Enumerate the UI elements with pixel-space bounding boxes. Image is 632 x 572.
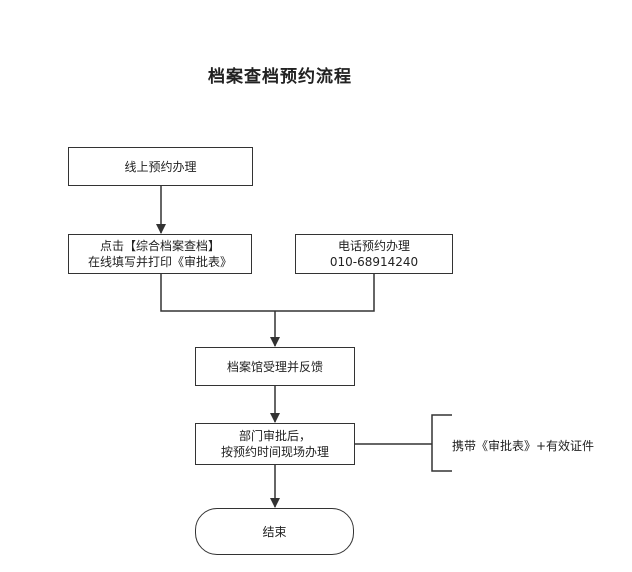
node-online-booking-text: 线上预约办理 [124,159,197,174]
diagram-title: 档案查档预约流程 [208,67,352,87]
node-archive-accept-text: 档案馆受理并反馈 [226,359,323,374]
note-bracket [431,414,452,472]
node-click-archive-query-line2: 在线填写并打印《审批表》 [87,255,232,269]
node-department-approve: 部门审批后， 按预约时间现场办理 [195,423,355,465]
merge-connector [160,274,375,312]
node-click-archive-query-line1: 点击【综合档案查档】 [99,239,220,253]
node-online-booking: 线上预约办理 [68,147,253,186]
node-department-approve-line1: 部门审批后， [238,429,311,443]
annotation-bring-documents: 携带《审批表》+有效证件 [452,439,595,453]
node-click-archive-query: 点击【综合档案查档】 在线填写并打印《审批表》 [68,234,252,274]
node-end: 结束 [195,508,354,555]
node-phone-booking-line1: 电话预约办理 [337,239,410,253]
node-end-text: 结束 [262,524,287,539]
node-phone-booking: 电话预约办理 010-68914240 [295,234,453,274]
node-phone-booking-line2: 010-68914240 [329,255,419,269]
node-department-approve-line2: 按预约时间现场办理 [220,445,329,459]
node-archive-accept: 档案馆受理并反馈 [195,347,355,386]
